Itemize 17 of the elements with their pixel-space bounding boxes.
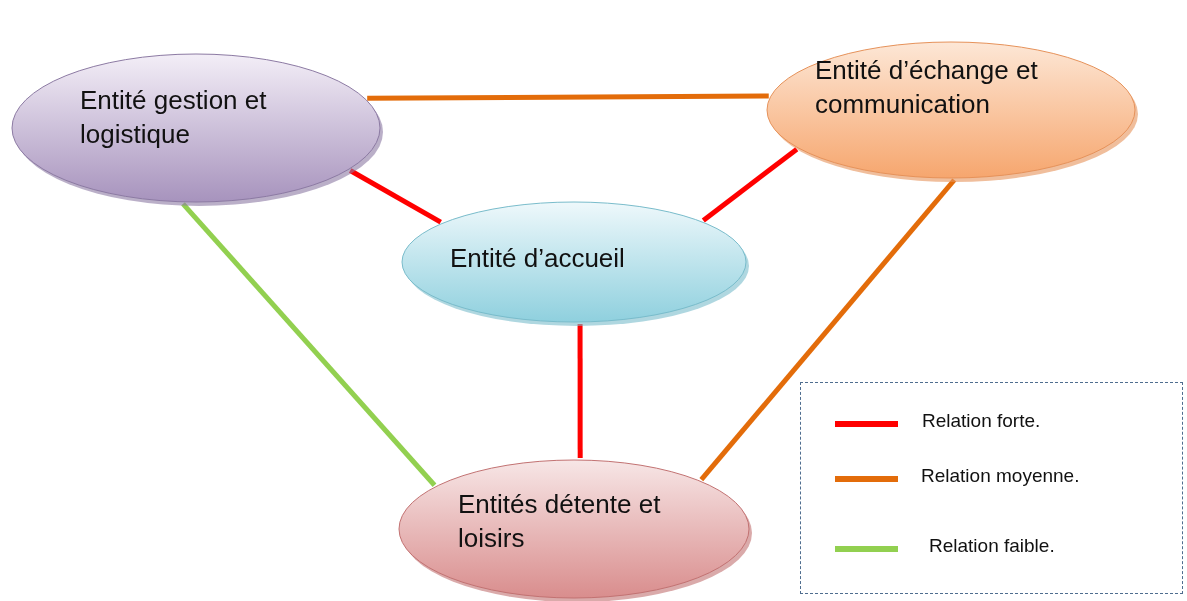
connector-line — [367, 93, 769, 101]
legend-label: Relation moyenne. — [921, 465, 1080, 487]
entity-label: Entité d’accueil — [450, 242, 626, 275]
connector-line — [699, 178, 957, 482]
entity-label: Entité gestion et logistique — [80, 84, 268, 151]
entity-ellipse — [10, 52, 382, 204]
entity-label: Entités détente et loisirs — [458, 488, 662, 555]
connector-line — [701, 147, 799, 223]
connector-line — [348, 168, 442, 225]
entity-label: Entité d’échange et communication — [815, 54, 1039, 121]
connector-line — [181, 202, 437, 487]
entity-ellipse — [397, 458, 751, 600]
entity-ellipse — [765, 40, 1137, 180]
connector-line — [577, 323, 583, 459]
legend-label: Relation forte. — [922, 410, 1041, 432]
entity-ellipse — [400, 200, 748, 324]
legend-label: Relation faible. — [929, 535, 1055, 557]
